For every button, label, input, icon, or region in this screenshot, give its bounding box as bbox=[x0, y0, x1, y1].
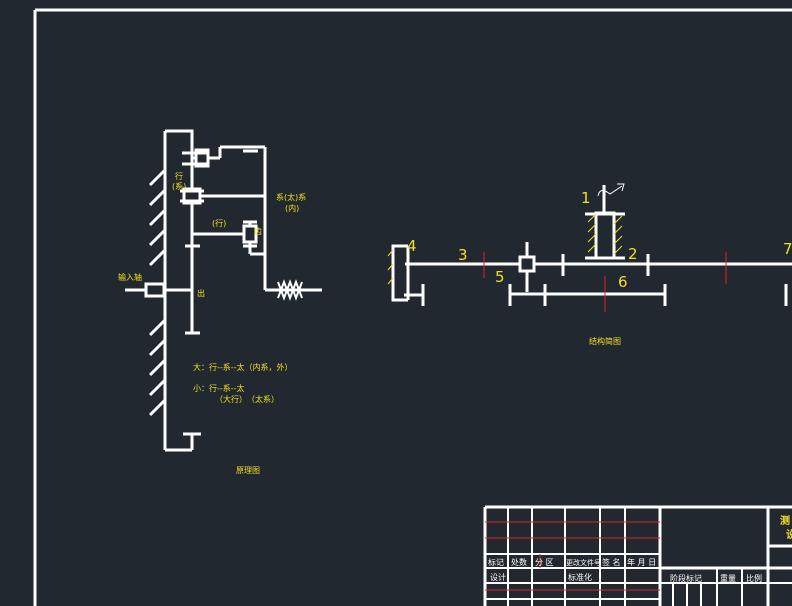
title-block-cell-count: 处数 bbox=[511, 557, 527, 567]
part-label-6: 6 bbox=[618, 273, 628, 291]
title-block-stage-mark: 阶段标记 bbox=[670, 573, 702, 583]
part-label-1: 1 bbox=[581, 189, 591, 207]
legend-line-2: 小：行--系--太 bbox=[193, 383, 245, 393]
part-label-3: 3 bbox=[458, 246, 468, 264]
title-block-title-2: 设 bbox=[786, 528, 792, 541]
title-block-weight: 重量 bbox=[720, 573, 736, 583]
carrier-label-top: (系) bbox=[172, 181, 186, 191]
planet-label-mid: (行) bbox=[212, 218, 226, 228]
part-label-7: 7 bbox=[783, 240, 792, 258]
section-marks bbox=[483, 252, 727, 312]
title-block-cell-date: 年 月 日 bbox=[627, 557, 656, 567]
ground-hatch bbox=[148, 168, 167, 417]
title-block-cell-change-doc: 更改文件号 bbox=[566, 558, 601, 567]
sun-label: 系(太)系 bbox=[276, 192, 306, 202]
input-shaft-label: 输入轴 bbox=[118, 272, 142, 282]
legend-line-3: （大行） （太系） bbox=[215, 394, 279, 404]
output-worm-gear bbox=[277, 279, 303, 301]
part-label-5: 5 bbox=[495, 268, 505, 286]
title-block-cell-sign: 签 名 bbox=[602, 557, 621, 567]
title-block-cell-design: 设计 bbox=[490, 572, 506, 582]
title-block-cell-standardization: 标准化 bbox=[568, 572, 592, 582]
structure-sketch: 1 2 3 4 5 6 7 结构简图 bbox=[387, 183, 792, 346]
planet-label-top: 行 bbox=[175, 171, 183, 181]
output-label: 出 bbox=[197, 288, 205, 298]
sun-sub-label: (内) bbox=[285, 203, 299, 213]
part-label-4: 4 bbox=[407, 237, 417, 255]
structure-caption: 结构简图 bbox=[589, 336, 621, 346]
drawing-border bbox=[33, 8, 792, 606]
principle-schematic: 输入轴 出 行 (系) (行) 系(太)系 (内) 齿 大：行--系--太（内系… bbox=[118, 129, 322, 475]
part-label-2: 2 bbox=[628, 245, 638, 263]
part-1-hatch bbox=[387, 213, 623, 285]
title-block-title: 测 bbox=[780, 514, 790, 527]
title-block-scale: 比例 bbox=[746, 573, 762, 583]
title-block-cell-mark: 标记 bbox=[488, 557, 504, 567]
title-block-cell-zone: 分 区 bbox=[535, 558, 554, 567]
gear-label-small: 齿 bbox=[254, 227, 262, 236]
rotation-arrow bbox=[597, 183, 625, 197]
legend-line-1: 大：行--系--太（内系，外） bbox=[193, 362, 293, 372]
title-block: 标记 处数 分 区 更改文件号 签 名 年 月 日 设计 标准化 阶段标记 重量… bbox=[483, 505, 792, 606]
schematic-caption: 原理图 bbox=[236, 466, 260, 475]
